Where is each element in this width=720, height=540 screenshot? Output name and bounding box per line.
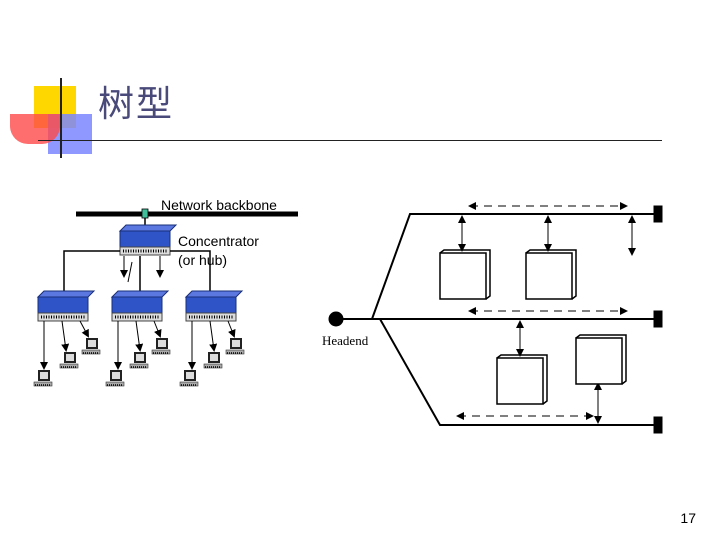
headend-label: Headend — [322, 333, 369, 348]
terminator-bottom — [653, 416, 663, 434]
workstation — [129, 351, 149, 369]
station-box — [575, 334, 627, 385]
workstation — [81, 337, 101, 355]
headend-node — [328, 311, 344, 327]
concentrator-label-line2: (or hub) — [178, 252, 228, 268]
deco-red-bar — [10, 114, 60, 144]
slide-title: 树型 — [98, 84, 175, 125]
backbone-label: Network backbone — [161, 197, 277, 213]
tree-network — [33, 208, 298, 387]
deco-horizontal-line — [38, 140, 662, 141]
workstation — [33, 369, 53, 387]
deco-vertical-line — [60, 78, 62, 158]
workstation — [105, 369, 125, 387]
station-box — [525, 249, 577, 300]
concentrator-hub — [118, 223, 178, 257]
terminator-top — [653, 205, 663, 223]
sub-hub-3 — [184, 289, 244, 323]
workstation — [203, 351, 223, 369]
workstation — [179, 369, 199, 387]
workstation — [151, 337, 171, 355]
page-number: 17 — [680, 510, 696, 526]
terminator-middle — [653, 310, 663, 328]
station-box — [496, 354, 548, 405]
concentrator-label-line1: Concentrator — [178, 233, 259, 249]
sub-hub-1 — [36, 289, 96, 323]
workstation — [59, 351, 79, 369]
cable-tree — [328, 202, 663, 434]
station-box — [439, 249, 491, 300]
sub-hub-2 — [110, 289, 170, 323]
workstation — [225, 337, 245, 355]
backbone-tap — [141, 208, 149, 219]
